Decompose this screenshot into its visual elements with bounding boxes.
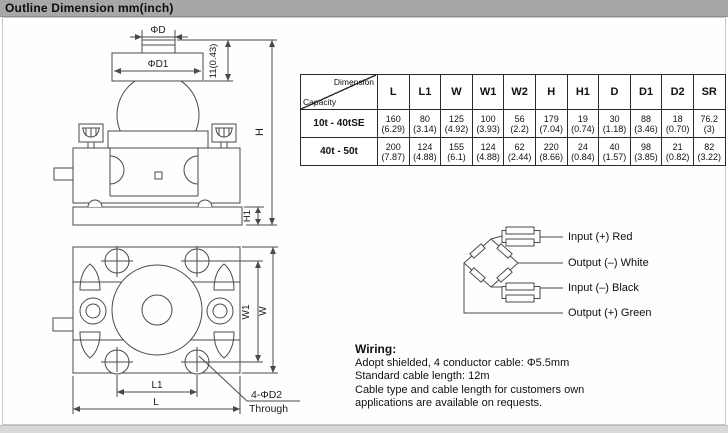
column-header: D1: [629, 74, 663, 110]
wiring-heading: Wiring:: [355, 342, 397, 356]
wiring-note-line: Cable type and cable length for customer…: [355, 383, 585, 396]
table-cell: 62(2.44): [503, 137, 536, 166]
table-cell: 82(3.22): [692, 137, 726, 166]
callout-holes: 4-ΦD2: [251, 389, 282, 401]
dim-label-phi-d1: ΦD1: [148, 59, 169, 70]
table-cell: 40(1.57): [598, 137, 631, 166]
table-cell: 100(3.93): [471, 109, 505, 138]
table-cell: 56(2.2): [503, 109, 536, 138]
table-cell: 179(7.04): [534, 109, 568, 138]
wire-label-output-neg: Output (–) White: [568, 257, 649, 269]
page-title: Outline Dimension mm(inch): [5, 1, 174, 15]
column-header: L1: [408, 74, 442, 110]
dim-label-h1: H1: [242, 210, 253, 222]
column-header: SR: [692, 74, 726, 110]
column-header: H1: [566, 74, 600, 110]
bridge-circuit-diagram: [463, 226, 563, 314]
bottom-border-strip: [0, 425, 728, 433]
callout-through: Through: [249, 403, 288, 415]
dim-label-l1: L1: [151, 380, 163, 391]
column-header: W1: [471, 74, 505, 110]
row-label: 40t - 50t: [300, 137, 378, 166]
dimension-table: Dimension Capacity L L1 W W1 W2 H H1 D D…: [300, 74, 726, 166]
table-cell: 125(4.92): [440, 109, 473, 138]
column-header: W: [440, 74, 473, 110]
side-view-drawing: ΦD ΦD1 11(0.43) H H1: [53, 25, 277, 226]
wire-label-input-pos: Input (+) Red: [568, 231, 633, 243]
table-corner-cell: Dimension Capacity: [300, 74, 378, 110]
table-row: 10t - 40tSE 160(6.29) 80(3.14) 125(4.92)…: [300, 109, 726, 138]
dim-label-w1: W1: [241, 304, 252, 319]
table-cell: 88(3.46): [629, 109, 663, 138]
table-row: 40t - 50t 200(7.87) 124(4.88) 155(6.1) 1…: [300, 137, 726, 166]
column-header: D2: [661, 74, 694, 110]
table-cell: 124(4.88): [471, 137, 505, 166]
wiring-note-line: Adopt shielded, 4 conductor cable: Φ5.5m…: [355, 357, 570, 369]
table-cell: 18(0.70): [661, 109, 694, 138]
table-cell: 80(3.14): [408, 109, 442, 138]
wiring-note-line: Standard cable length: 12m: [355, 370, 490, 383]
wiring-notes: Wiring: Adopt shielded, 4 conductor cabl…: [355, 342, 685, 411]
top-view-drawing: W1 W L1 L 4-ΦD2 Through: [52, 246, 300, 415]
wire-label-input-neg: Input (–) Black: [568, 282, 639, 294]
row-label: 10t - 40tSE: [300, 109, 378, 138]
table-cell: 160(6.29): [377, 109, 410, 138]
dim-label-cap-height: 11(0.43): [208, 44, 219, 79]
table-cell: 124(4.88): [408, 137, 442, 166]
column-header: L: [377, 74, 410, 110]
table-cell: 98(3.85): [629, 137, 663, 166]
column-header: W2: [503, 74, 536, 110]
table-cell: 155(6.1): [440, 137, 473, 166]
dim-label-h: H: [254, 128, 266, 136]
column-header: H: [534, 74, 568, 110]
table-cell: 30(1.18): [598, 109, 631, 138]
table-cell: 21(0.82): [661, 137, 694, 166]
table-cell: 200(7.87): [377, 137, 410, 166]
wire-label-output-pos: Output (+) Green: [568, 307, 652, 319]
dim-label-w: W: [258, 306, 269, 316]
column-header: D: [598, 74, 631, 110]
dim-label-l: L: [153, 397, 159, 408]
wiring-note-line: applications are available on requests.: [355, 397, 543, 410]
corner-capacity-label: Capacity: [303, 97, 337, 107]
dim-label-phi-d: ΦD: [150, 25, 165, 36]
section-title-bar: Outline Dimension mm(inch): [0, 0, 728, 17]
table-cell: 220(8.66): [534, 137, 568, 166]
table-cell: 19(0.74): [566, 109, 600, 138]
table-cell: 24(0.84): [566, 137, 600, 166]
table-cell: 76.2(3): [692, 109, 726, 138]
corner-dimension-label: Dimension: [333, 77, 374, 87]
